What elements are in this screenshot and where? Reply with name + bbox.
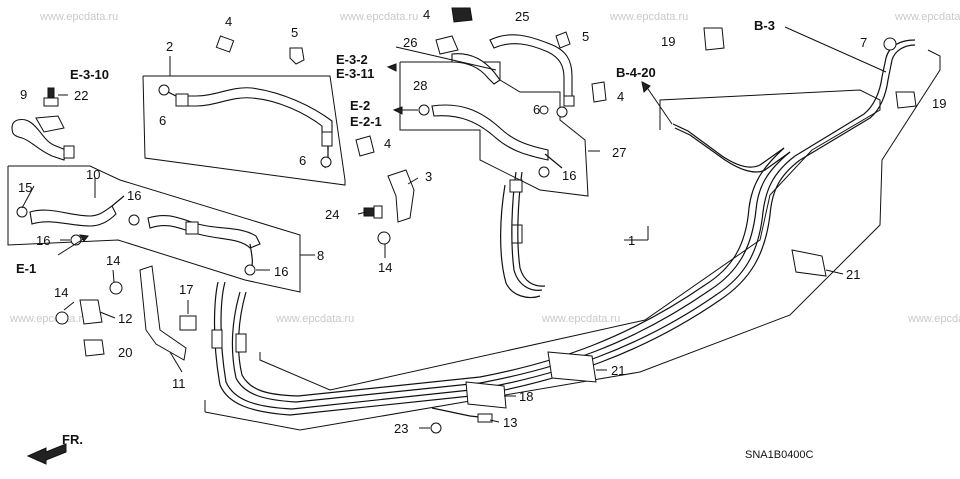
ref-e-1: E-1 <box>16 261 36 276</box>
watermark-text: www.epcdata.ru <box>275 313 354 325</box>
label-part-23: 23 <box>394 421 408 436</box>
leader-arrows <box>78 63 651 242</box>
label-part-6: 6 <box>299 153 306 168</box>
label-part-6: 6 <box>533 102 540 117</box>
pipe-1-frame <box>204 49 941 431</box>
watermark-text: www.epcdata.ru <box>9 313 88 325</box>
label-part-2: 2 <box>166 39 173 54</box>
ref-b-3: B-3 <box>754 18 775 33</box>
label-part-16: 16 <box>562 168 576 183</box>
label-part-7: 7 <box>860 35 867 50</box>
watermarks: www.epcdata.ru www.epcdata.ru www.epcdat… <box>9 11 960 325</box>
label-part-4: 4 <box>617 89 624 104</box>
label-part-4: 4 <box>384 136 391 151</box>
label-part-27: 27 <box>612 145 626 160</box>
label-part-28: 28 <box>413 78 427 93</box>
ref-b-4-20: B-4-20 <box>616 65 656 80</box>
label-part-16: 16 <box>274 264 288 279</box>
watermark-text: www.epcdata.ru <box>541 313 620 325</box>
part-10-assembly <box>7 165 301 293</box>
watermark-text: www.epcdata.ru <box>339 11 418 23</box>
label-part-22: 22 <box>74 88 88 103</box>
part-25-hose <box>451 34 575 118</box>
label-part-25: 25 <box>515 9 529 24</box>
label-part-16: 16 <box>127 188 141 203</box>
label-part-3: 3 <box>425 169 432 184</box>
label-part-19: 19 <box>932 96 946 111</box>
pipe-1-bundle <box>211 39 916 416</box>
label-part-10: 10 <box>86 167 100 182</box>
label-part-16: 16 <box>36 233 50 248</box>
label-part-6: 6 <box>159 113 166 128</box>
label-part-19: 19 <box>661 34 675 49</box>
ref-e-3-11: E-3-11 <box>336 66 374 81</box>
label-part-4: 4 <box>225 14 232 29</box>
label-part-15: 15 <box>18 180 32 195</box>
part-9-hose <box>11 87 75 161</box>
label-part-14: 14 <box>54 285 68 300</box>
watermark-text: www.epcdata.ru <box>894 11 960 23</box>
ref-e-2: E-2 <box>350 98 370 113</box>
part-number-labels: 1 2 3 4 4 4 4 5 5 6 6 6 7 8 9 10 11 12 1… <box>18 7 946 436</box>
watermark-text: www.epcdata.ru <box>907 313 960 325</box>
label-part-14: 14 <box>106 253 120 268</box>
label-part-18: 18 <box>519 389 533 404</box>
label-part-21: 21 <box>611 363 625 378</box>
watermark-text: www.epcdata.ru <box>39 11 118 23</box>
label-part-17: 17 <box>179 282 193 297</box>
ref-e-3-2: E-3-2 <box>336 52 368 67</box>
label-part-5: 5 <box>291 25 298 40</box>
label-part-26: 26 <box>403 35 417 50</box>
label-part-4: 4 <box>423 7 430 22</box>
ref-e-3-10: E-3-10 <box>70 67 109 82</box>
label-part-24: 24 <box>325 207 339 222</box>
label-part-5: 5 <box>582 29 589 44</box>
part-8-hose <box>128 214 261 276</box>
label-part-12: 12 <box>118 311 132 326</box>
reference-labels: E-3-10 E-3-2 E-3-11 E-2 E-2-1 E-1 B-3 B-… <box>16 18 775 276</box>
watermark-text: www.epcdata.ru <box>609 11 688 23</box>
label-part-9: 9 <box>20 87 27 102</box>
label-part-1: 1 <box>628 233 635 248</box>
label-part-14: 14 <box>378 260 392 275</box>
front-arrow: FR. <box>26 432 83 465</box>
label-part-20: 20 <box>118 345 132 360</box>
part-2-assembly <box>142 75 346 186</box>
small-parts <box>55 7 917 434</box>
pipe-27-branch <box>500 171 546 299</box>
part-27-assembly <box>399 61 589 197</box>
label-part-21: 21 <box>846 267 860 282</box>
front-label: FR. <box>62 432 83 447</box>
label-part-13: 13 <box>503 415 517 430</box>
diagram-code: SNA1B0400C <box>745 449 814 461</box>
ref-e-2-1: E-2-1 <box>350 114 382 129</box>
label-part-8: 8 <box>317 248 324 263</box>
label-part-11: 11 <box>172 376 186 391</box>
